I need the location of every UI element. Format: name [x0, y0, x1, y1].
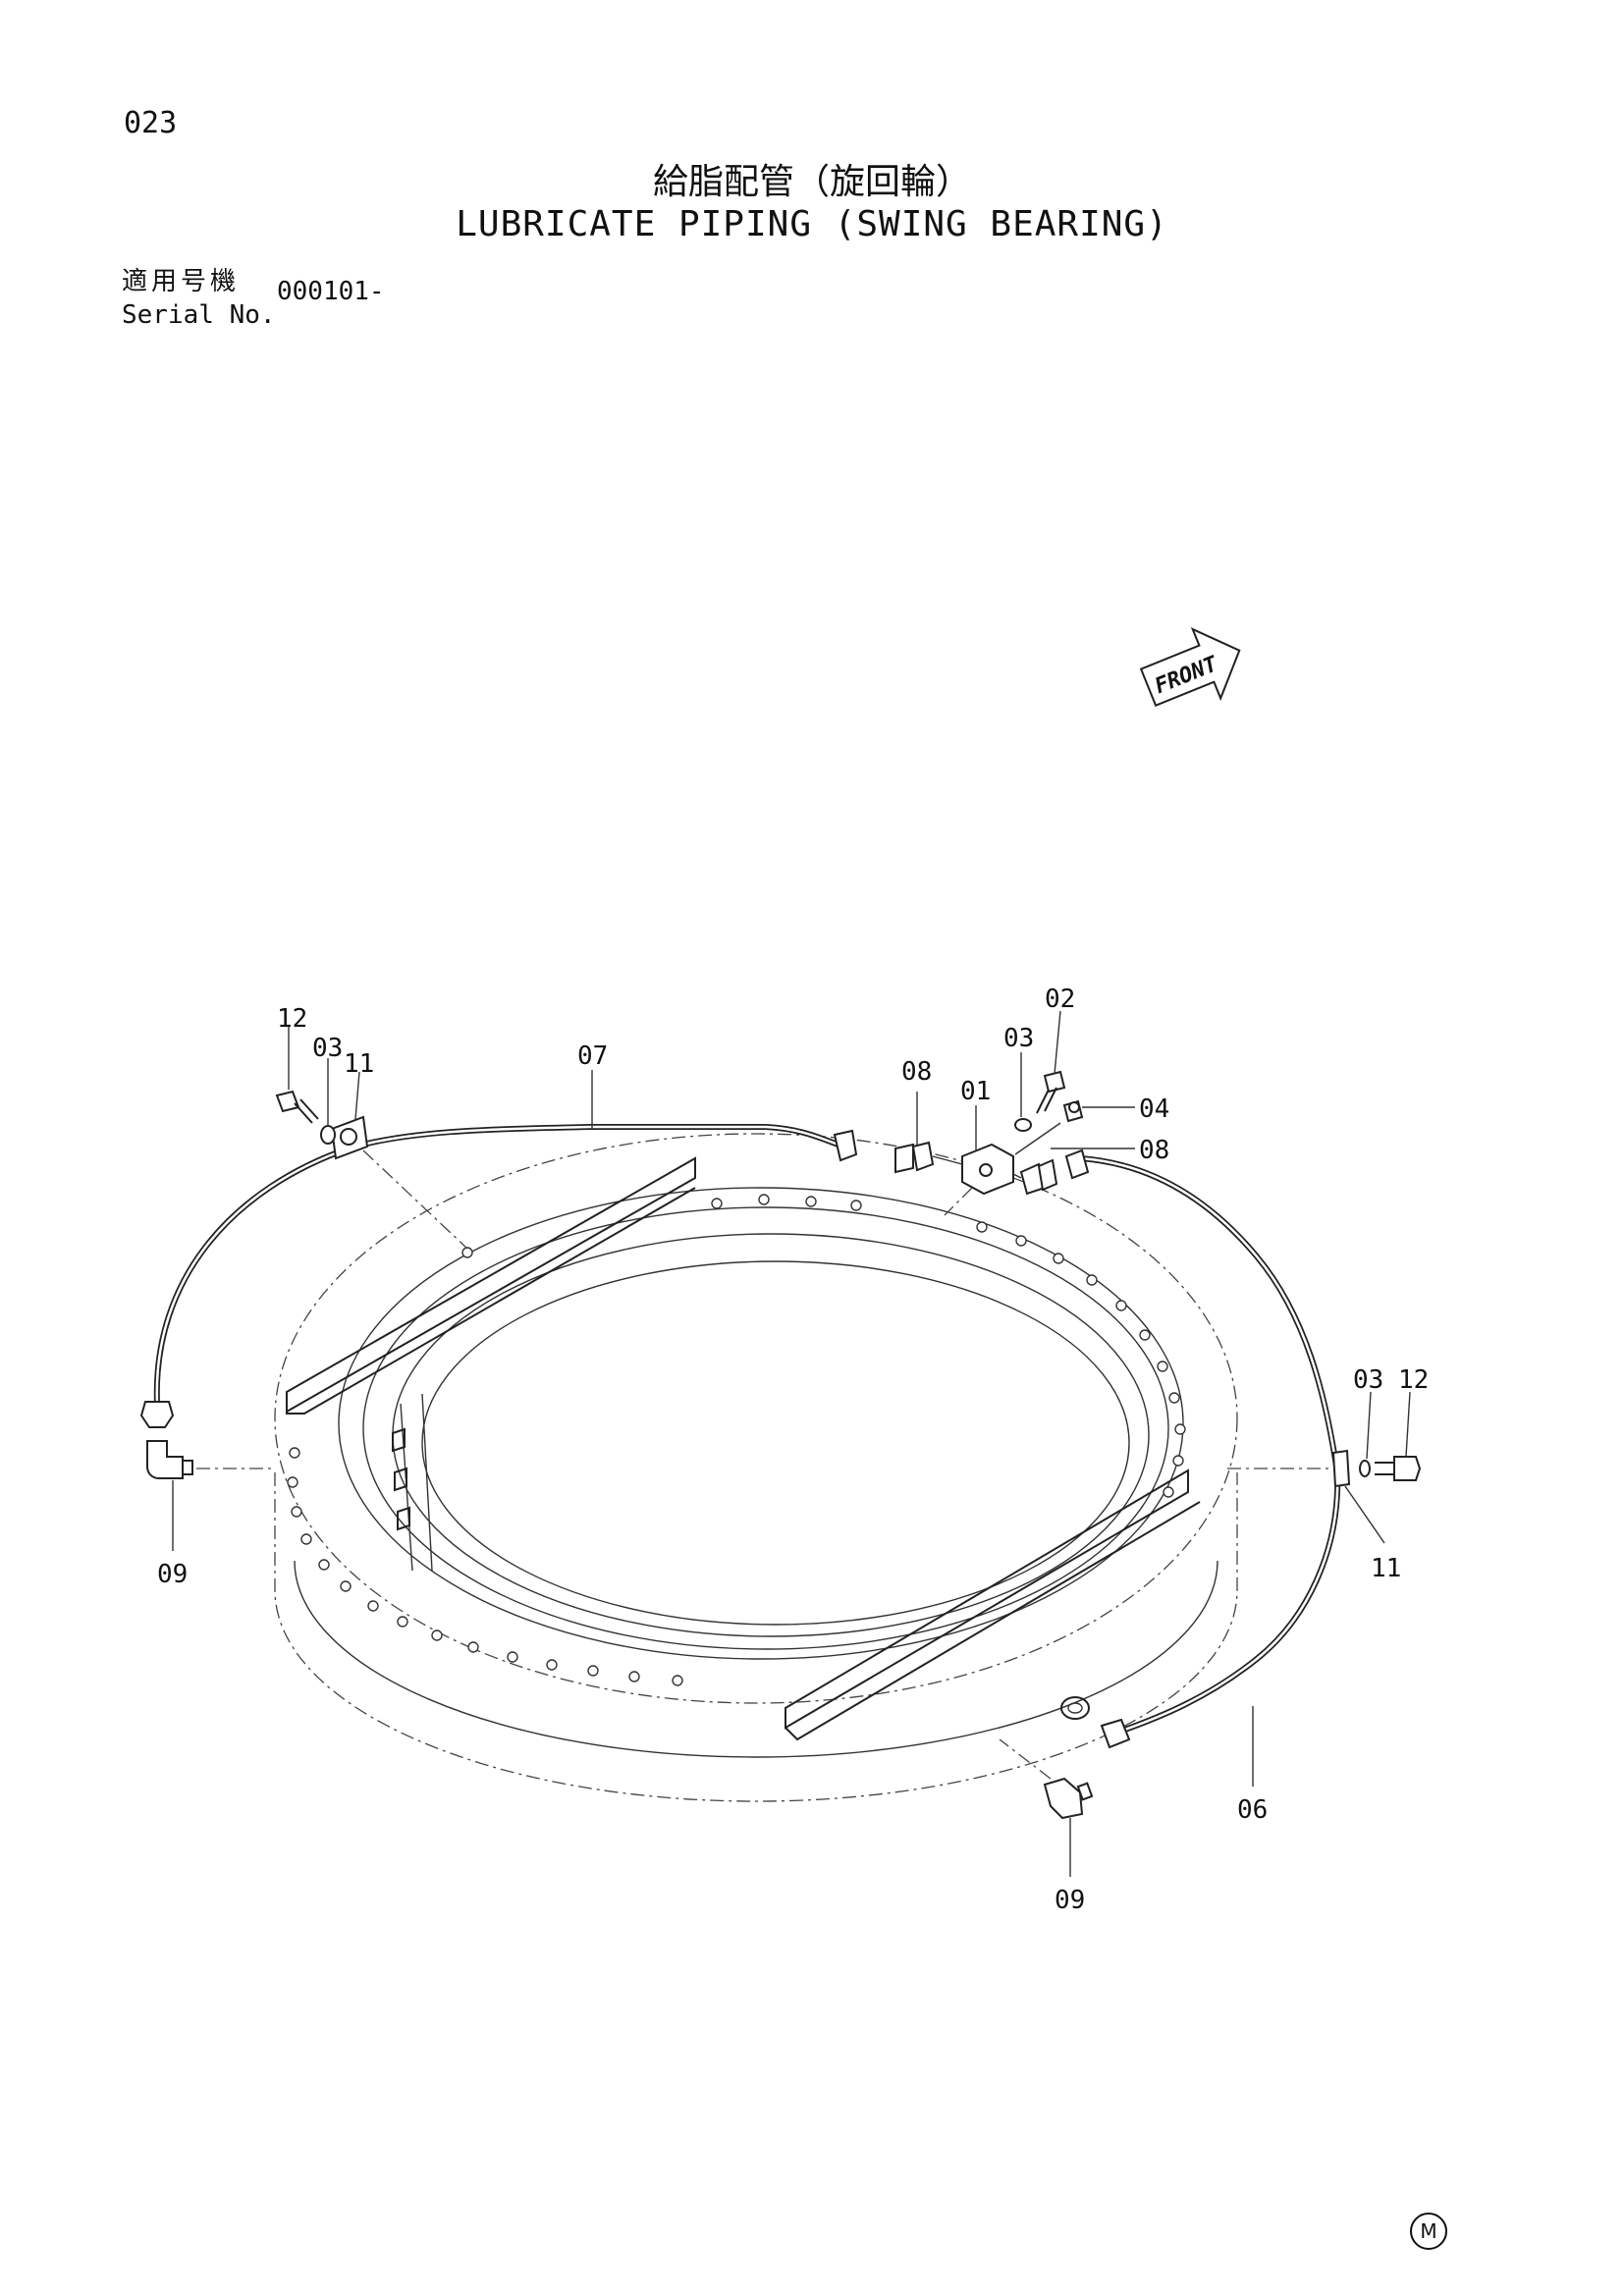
callout-03-left: 03	[312, 1034, 343, 1063]
pipe-nut-left	[139, 1401, 175, 1428]
callout-11-left: 11	[344, 1049, 374, 1079]
bolt-12-right	[1375, 1456, 1422, 1481]
callout-11-right: 11	[1371, 1554, 1401, 1583]
serial-number-value: 000101-	[277, 277, 385, 306]
manufacturer-mark-icon: M	[1410, 2213, 1447, 2250]
support-beam-right	[785, 1468, 1201, 1741]
page-title-en: LUBRICATE PIPING (SWING BEARING)	[456, 204, 1168, 244]
callout-03-top: 03	[1003, 1024, 1034, 1053]
leader-lines	[172, 1010, 1411, 1877]
support-beam-left	[286, 1156, 696, 1415]
elbow-fitting-09-bottom	[999, 1738, 1094, 1820]
pipe-07	[153, 1124, 845, 1405]
bolt-12-left	[275, 1090, 319, 1124]
adapter-fitting-08-left	[894, 1141, 963, 1174]
callout-09-left: 09	[157, 1560, 188, 1589]
washer-03-top	[1014, 1118, 1032, 1132]
callout-09-bottom: 09	[1055, 1886, 1085, 1915]
callout-08-right: 08	[1139, 1136, 1169, 1165]
callout-12-left: 12	[277, 1004, 307, 1034]
pipe-06	[1079, 1155, 1341, 1735]
elbow-fitting-09-left	[146, 1440, 271, 1479]
pipe-nut-06-bottom	[1100, 1718, 1131, 1749]
washer-03-left	[320, 1125, 336, 1145]
adapter-fitting-08-right	[1012, 1158, 1058, 1196]
page-number: 023	[124, 106, 178, 140]
grease-nipple-04	[1014, 1099, 1084, 1155]
callout-06: 06	[1237, 1795, 1268, 1825]
callout-02: 02	[1045, 985, 1075, 1014]
callout-01: 01	[960, 1077, 991, 1106]
swing-bearing-ring	[274, 1133, 1238, 1802]
pipe-nut-06-end	[1064, 1148, 1090, 1180]
pipe-nut-07-end	[833, 1129, 858, 1162]
callout-07: 07	[577, 1041, 608, 1071]
bolt-02	[1036, 1070, 1066, 1114]
front-arrow-icon: FRONT	[1139, 626, 1241, 707]
washer-03-right	[1359, 1460, 1371, 1477]
clamp-11-right	[1227, 1449, 1351, 1488]
clamp-11-left	[330, 1115, 468, 1250]
distributor-block-01	[944, 1143, 1014, 1216]
callout-08-left: 08	[901, 1057, 932, 1087]
serial-label-jp: 適用号機	[122, 267, 241, 296]
page-title-jp: 給脂配管（旋回輪）	[652, 162, 971, 202]
bolt-holes	[287, 1194, 1186, 1686]
callout-04: 04	[1139, 1095, 1169, 1124]
serial-label-en: Serial No.	[122, 300, 276, 330]
callout-12-right: 12	[1398, 1365, 1429, 1395]
callout-03-right: 03	[1353, 1365, 1383, 1395]
callout-labels: 12 03 11 07 08 01 03 02 04 08 03 12 11 0…	[157, 985, 1429, 1915]
